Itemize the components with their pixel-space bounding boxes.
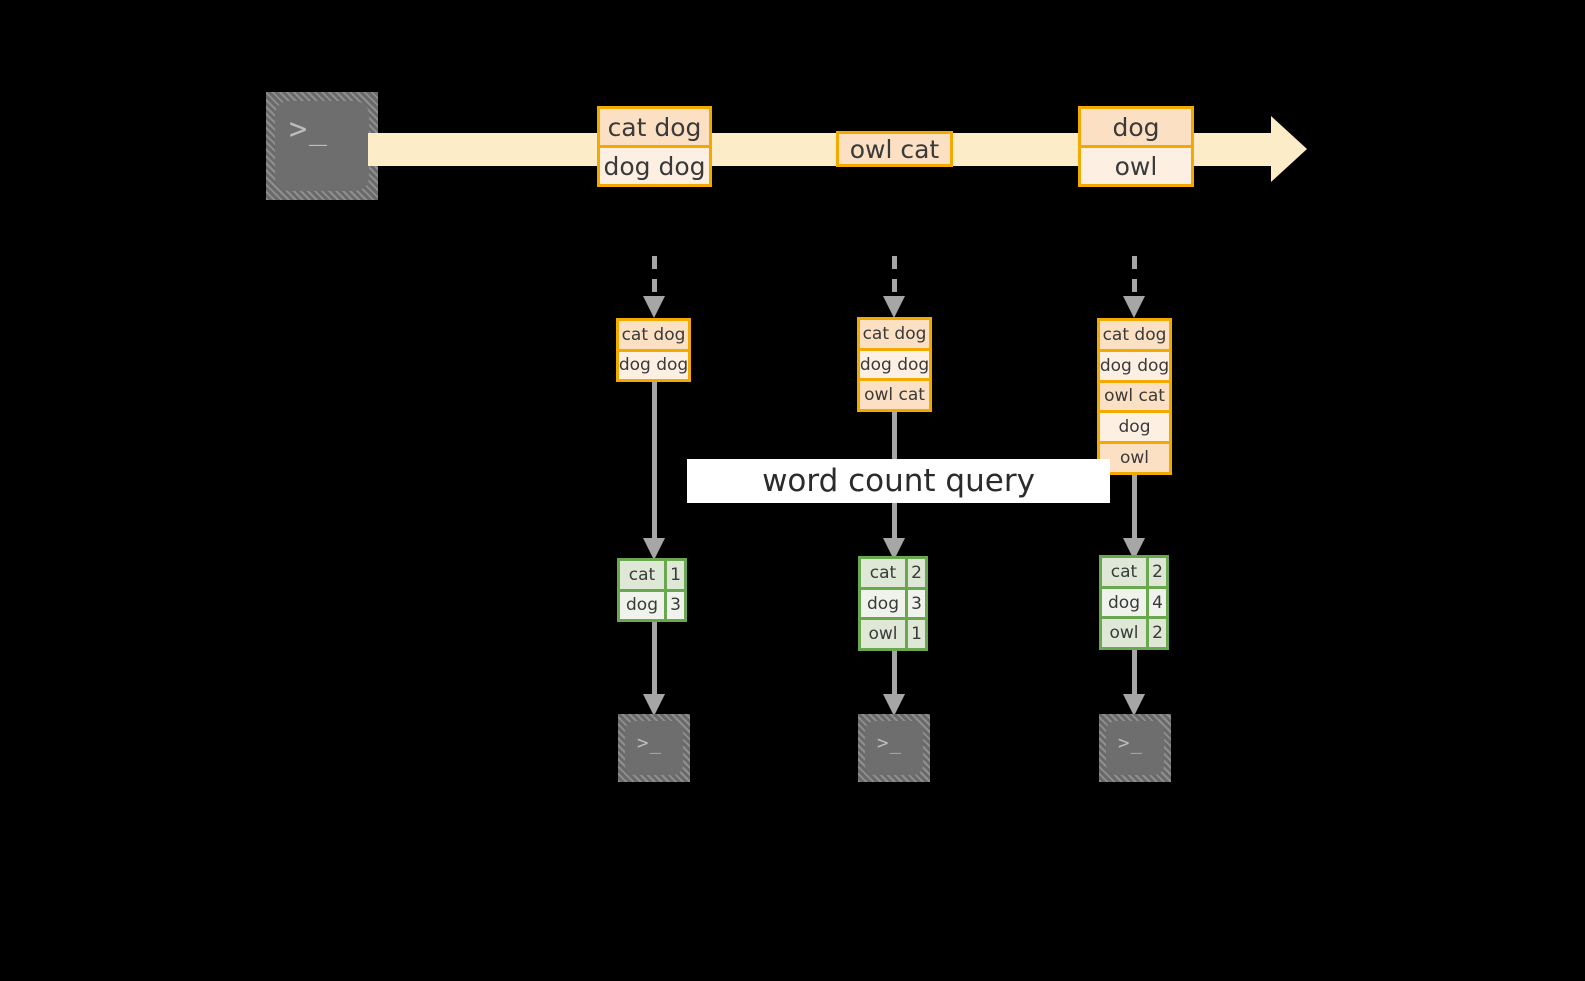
result-row: cat 2 [1102,558,1166,586]
sink-terminal-column-2: >_ [858,714,930,782]
terminal-screen: >_ [625,721,683,775]
result-count: 1 [664,561,684,589]
query-connector-column-3 [1123,475,1145,560]
source-terminal-icon: >_ [266,92,378,200]
stream-event-batch-2: owl cat [836,131,953,167]
stream-event-line: dog dog [600,145,709,184]
stream-event-line: dog [1081,109,1191,145]
result-row: owl 1 [861,617,925,649]
result-count: 3 [905,589,925,618]
terminal-prompt-glyph: >_ [877,732,903,754]
accumulated-line: owl cat [860,378,929,410]
dashed-connector-column-1 [643,256,665,318]
accumulated-box-column-3: cat dog dog dog owl cat dog owl [1097,318,1172,475]
terminal-prompt-glyph: >_ [637,732,663,754]
accumulated-line: dog dog [619,348,688,379]
terminal-screen: >_ [275,101,369,191]
result-word: owl [861,620,905,649]
result-row: owl 2 [1102,616,1166,648]
result-word: cat [861,559,905,587]
terminal-prompt-glyph: >_ [289,112,329,147]
result-count: 3 [664,591,684,619]
stream-event-line: owl cat [839,134,950,164]
result-table-column-3: cat 2 dog 4 owl 2 [1099,555,1169,650]
stream-arrow-head [1271,116,1307,182]
dashed-connector-column-3 [1123,256,1145,318]
sink-terminal-column-3: >_ [1099,714,1171,782]
accumulated-line: owl cat [1100,379,1169,411]
sink-connector-column-3 [1123,650,1145,716]
query-label: word count query [687,459,1110,503]
result-row: dog 3 [861,586,925,618]
result-word: dog [620,591,664,619]
accumulated-line: dog dog [860,347,929,379]
result-row: dog 4 [1102,585,1166,617]
terminal-screen: >_ [865,721,923,775]
accumulated-line: owl [1100,441,1169,472]
stream-event-batch-3: dog owl [1078,106,1194,187]
result-count: 2 [905,559,925,587]
result-count: 1 [905,620,925,649]
accumulated-line: cat dog [860,320,929,348]
result-word: cat [620,561,664,589]
dashed-connector-column-2 [883,256,905,318]
result-table-column-1: cat 1 dog 3 [617,558,687,622]
stream-event-line: cat dog [600,109,709,145]
stream-event-batch-1: cat dog dog dog [597,106,712,187]
sink-terminal-column-1: >_ [618,714,690,782]
sink-connector-column-1 [643,622,665,716]
query-label-text: word count query [762,463,1035,499]
result-count: 2 [1146,558,1166,586]
accumulated-box-column-2: cat dog dog dog owl cat [857,317,932,412]
result-row: cat 1 [620,561,684,589]
result-word: dog [1102,588,1146,617]
query-connector-column-1 [643,382,665,560]
accumulated-line: cat dog [619,321,688,349]
terminal-screen: >_ [1106,721,1164,775]
stream-event-line: owl [1081,145,1191,184]
accumulated-line: cat dog [1100,321,1169,349]
sink-connector-column-2 [883,651,905,716]
result-count: 2 [1146,619,1166,648]
result-word: owl [1102,619,1146,648]
result-row: cat 2 [861,559,925,587]
result-word: cat [1102,558,1146,586]
terminal-prompt-glyph: >_ [1118,732,1144,754]
result-word: dog [861,589,905,618]
result-table-column-2: cat 2 dog 3 owl 1 [858,556,928,651]
accumulated-line: dog dog [1100,348,1169,380]
result-count: 4 [1146,588,1166,617]
result-row: dog 3 [620,588,684,619]
accumulated-line: dog [1100,410,1169,442]
accumulated-box-column-1: cat dog dog dog [616,318,691,382]
